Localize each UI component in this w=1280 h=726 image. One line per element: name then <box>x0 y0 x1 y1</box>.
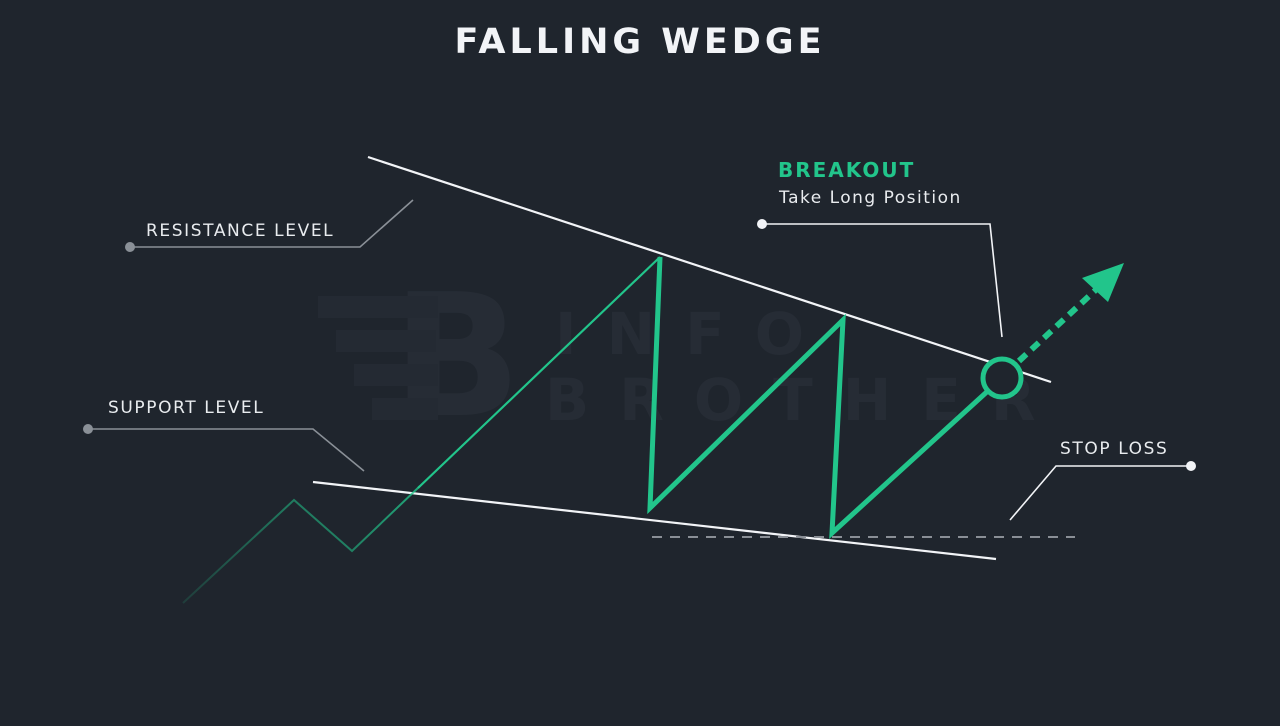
support-callout <box>83 424 365 472</box>
page-title: FALLING WEDGE <box>454 22 826 62</box>
resistance-label: RESISTANCE LEVEL <box>146 221 335 241</box>
watermark-line1: INFO <box>555 300 835 368</box>
support-label: SUPPORT LEVEL <box>108 398 265 418</box>
price-path-rise <box>417 256 661 489</box>
resistance-dot-icon <box>125 242 135 252</box>
resistance-callout <box>125 199 414 252</box>
stop-loss-dot-icon <box>1186 461 1196 471</box>
support-trendline <box>312 480 997 561</box>
breakout-subtitle: Take Long Position <box>779 188 962 208</box>
price-path-lead-in <box>182 485 421 604</box>
stop-loss-label: STOP LOSS <box>1060 439 1169 459</box>
arrow-up-right-icon <box>1082 263 1124 302</box>
breakout-callout <box>757 219 1003 338</box>
breakout-heading: BREAKOUT <box>778 158 916 182</box>
stop-loss-callout <box>1009 461 1196 521</box>
breakout-projection <box>1016 283 1103 364</box>
price-path-zigzag <box>647 256 992 539</box>
resistance-trendline <box>367 155 1052 384</box>
breakout-marker-icon <box>980 356 1024 400</box>
support-dot-icon <box>83 424 93 434</box>
breakout-dot-icon <box>757 219 767 229</box>
watermark-stripes <box>318 296 438 420</box>
